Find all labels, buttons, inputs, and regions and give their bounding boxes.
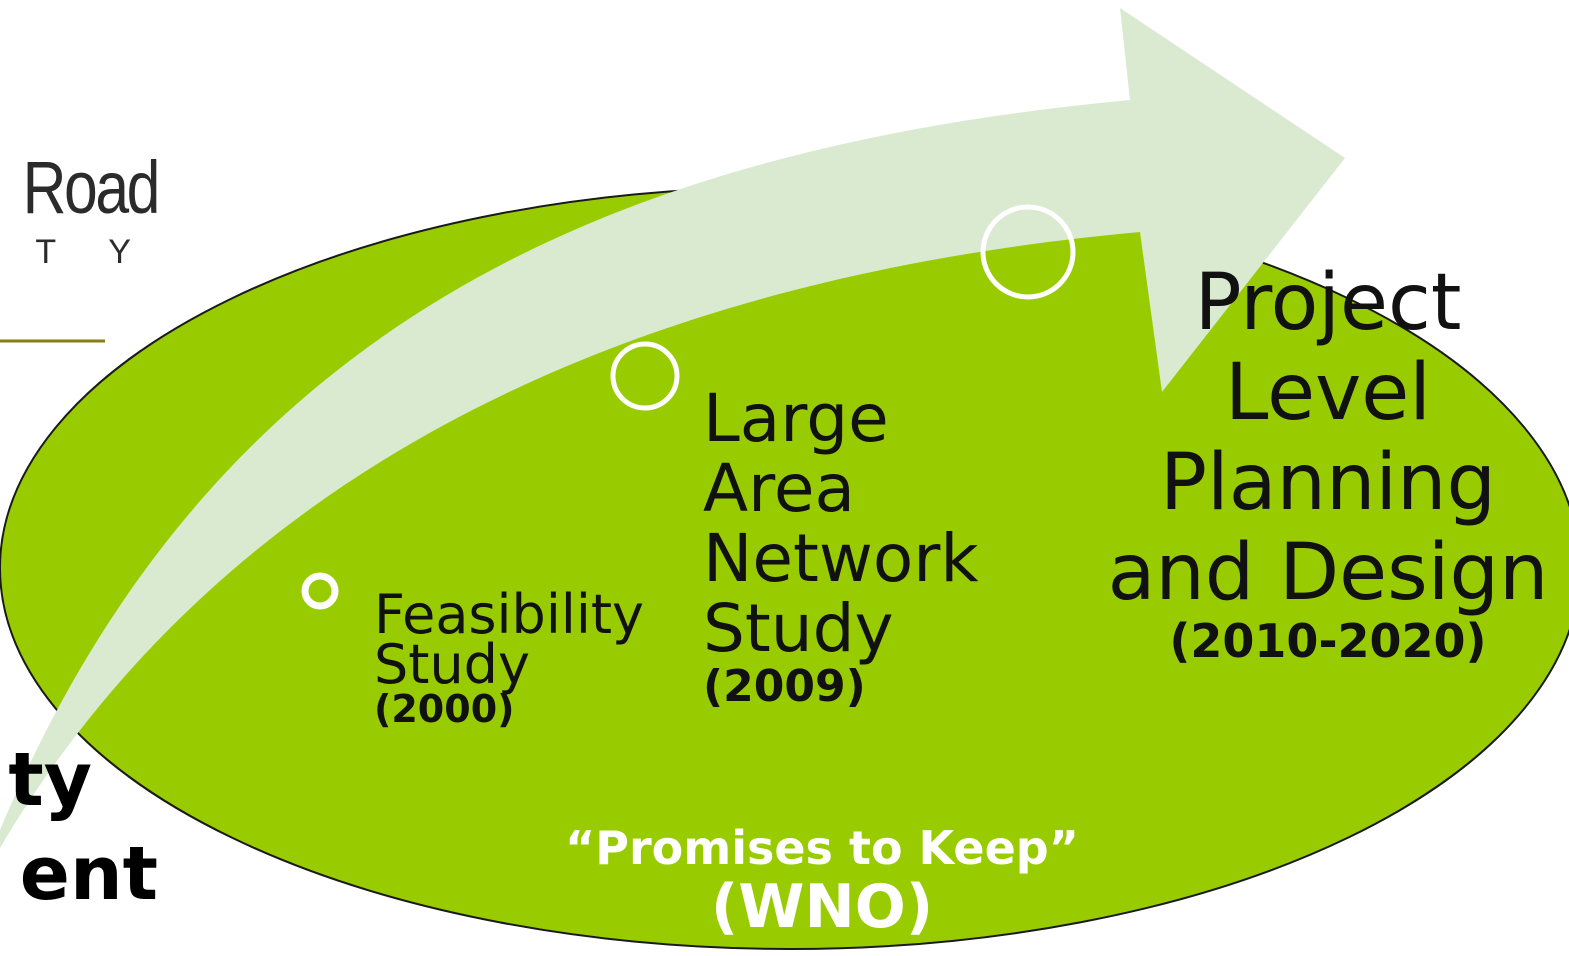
logo-wordmark: Road [22,146,161,229]
logo-tagline: R I T Y [0,233,153,271]
stage-label-line: Feasibility [374,583,644,646]
promise-caption: “Promises to Keep” (WNO) [502,822,1142,940]
side-text-line-2: ent [19,831,158,917]
stage-label-line: Large [703,380,889,457]
side-text-line-1: ty [8,737,92,823]
stage-label-line: Project [1194,258,1462,348]
curved-arrow [0,8,1345,848]
stage-label-line: Network [703,520,979,597]
stage-label-line: and Design [1107,528,1549,618]
stage-label-line: Study [374,633,530,696]
stage-label-line: Planning [1160,438,1496,528]
stage-feasibility-year: (2000) [374,687,515,731]
promise-subtitle: (WNO) [710,872,934,942]
stage-circle-large [980,204,1076,300]
stage-label-line: Study [703,590,894,667]
stage-circle-medium [610,341,680,411]
stage-project-planning-year: (2010-2020) [1169,614,1487,668]
promise-title: “Promises to Keep” [565,821,1079,875]
stage-label-line: Level [1225,348,1431,438]
stage-circle-small [301,572,339,610]
stage-network-study-year: (2009) [703,661,866,712]
stage-label-line: Area [703,450,855,527]
